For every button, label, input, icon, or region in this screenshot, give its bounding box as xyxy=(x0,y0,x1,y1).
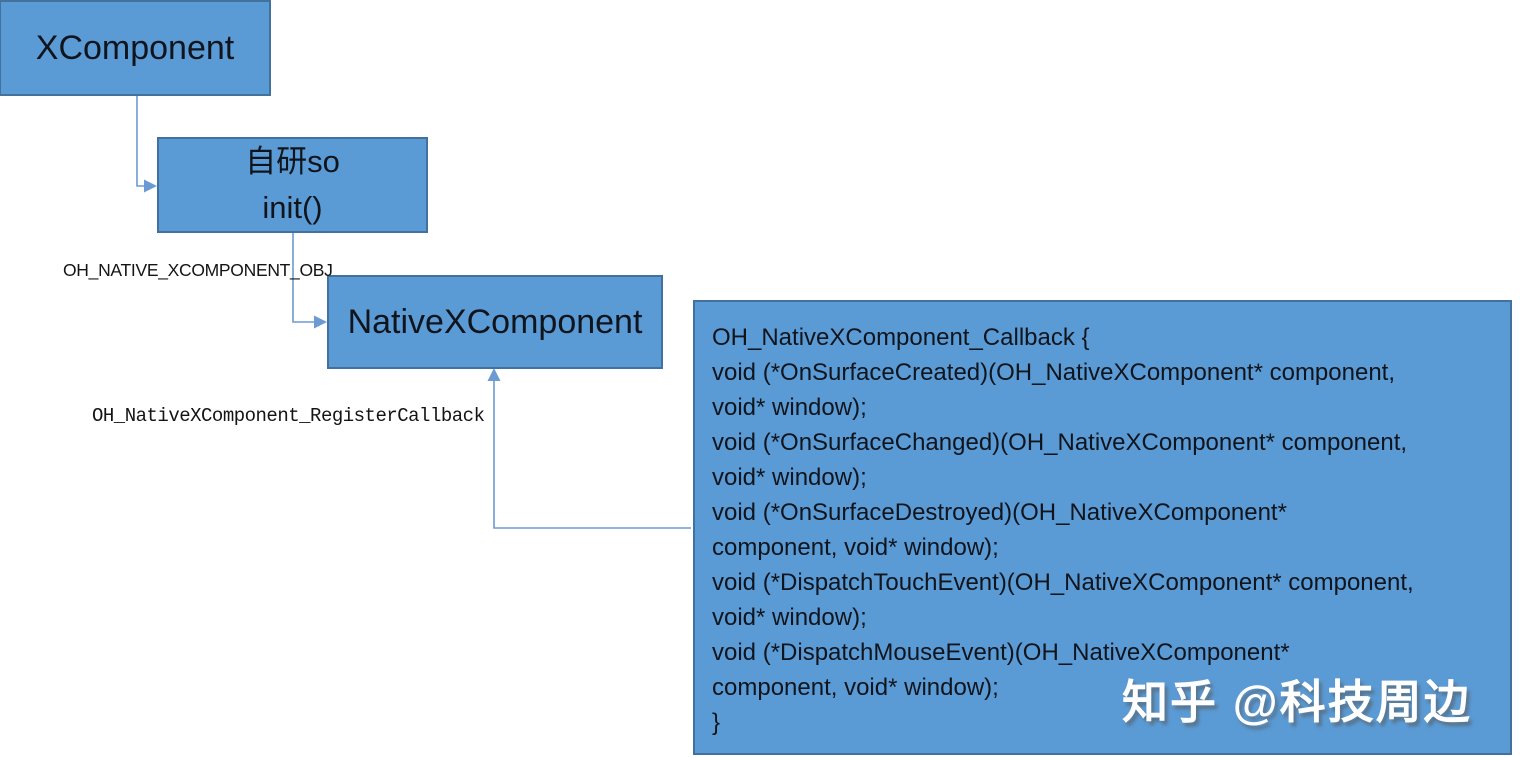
code-line: void (*DispatchMouseEvent)(OH_NativeXCom… xyxy=(712,639,1290,666)
code-line: void* window); xyxy=(712,604,867,631)
code-line: void* window); xyxy=(712,394,867,421)
code-line: void (*OnSurfaceChanged)(OH_NativeXCompo… xyxy=(712,429,1408,456)
node-xcomponent: XComponent xyxy=(0,0,271,96)
code-line: OH_NativeXComponent_Callback { xyxy=(712,324,1090,351)
code-line: void (*DispatchTouchEvent)(OH_NativeXCom… xyxy=(712,569,1414,596)
node-custom-so: 自研so init() xyxy=(157,137,428,233)
arrowhead-right-icon xyxy=(314,315,327,329)
code-line: void (*OnSurfaceDestroyed)(OH_NativeXCom… xyxy=(712,499,1287,526)
node-custom-so-line1: 自研so xyxy=(245,144,340,179)
code-line: component, void* window); xyxy=(712,534,999,561)
zhihu-watermark: 知乎 @科技周边 xyxy=(1122,676,1472,728)
connector-xcomponent-to-so-line xyxy=(136,96,145,187)
node-native-xcomponent: NativeXComponent xyxy=(327,275,663,369)
arrowhead-up-icon xyxy=(487,368,501,381)
connector-callback-to-native-line xyxy=(493,379,691,529)
node-custom-so-line2: init() xyxy=(262,190,323,225)
node-xcomponent-label: XComponent xyxy=(35,28,235,67)
node-native-xcomponent-label: NativeXComponent xyxy=(347,302,643,341)
code-line: void* window); xyxy=(712,464,867,491)
arrowhead-right-icon xyxy=(144,179,157,193)
edge-label-register-callback: OH_NativeXComponent_RegisterCallback xyxy=(92,405,485,427)
code-line: void (*OnSurfaceCreated)(OH_NativeXCompo… xyxy=(712,359,1396,386)
code-line: component, void* window); xyxy=(712,674,999,701)
edge-label-oh-native-xcomponent-obj: OH_NATIVE_XCOMPONENT_OBJ xyxy=(63,260,333,280)
callback-struct-code-box: OH_NativeXComponent_Callback { void (*On… xyxy=(693,300,1512,755)
code-line: } xyxy=(712,709,721,736)
